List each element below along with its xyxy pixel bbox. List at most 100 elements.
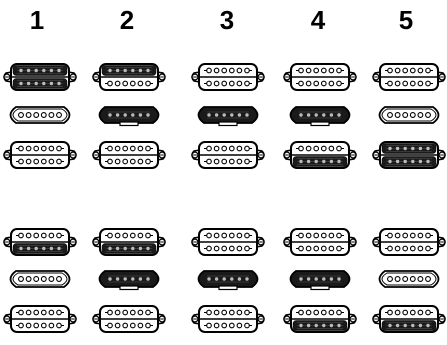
pole-piece [42,247,45,250]
pole-piece [314,310,319,315]
pole-piece [322,310,327,315]
pole-piece [411,81,416,86]
pole-piece [19,146,24,151]
pole-piece [307,277,310,280]
upper-humbucker-3-pos-3 [192,142,264,168]
pole-piece [237,159,242,164]
pole-piece [207,310,212,315]
pole-piece [19,69,22,72]
pole-piece [237,233,242,238]
pole-piece [108,323,113,328]
pole-piece [388,147,391,150]
pole-piece [388,113,393,118]
pole-piece [404,147,407,150]
pole-piece [238,113,241,116]
pole-piece [146,81,151,86]
pole-piece [124,277,127,280]
pole-piece [57,69,60,72]
pole-piece [215,277,218,280]
pole-piece [306,233,311,238]
pole-piece [49,310,54,315]
pole-piece [337,113,340,116]
pole-piece [42,323,47,328]
pole-piece [411,147,414,150]
pole-piece [245,277,248,280]
pole-piece [214,68,219,73]
pole-piece [230,233,235,238]
pole-piece [50,69,53,72]
lower-humbucker-1-pos-5 [373,229,445,255]
upper-humbucker-3-pos-5 [373,142,445,168]
pole-piece [57,247,60,250]
pole-piece [395,68,400,73]
pole-piece [237,323,242,328]
pole-piece [418,68,423,73]
pole-piece [337,81,342,86]
pole-piece [237,246,242,251]
pole-piece [34,159,39,164]
pole-piece [223,113,226,116]
pole-piece [115,159,120,164]
lower-single-2-pos-4 [291,271,350,290]
pole-piece [131,323,136,328]
pole-piece [245,159,250,164]
pole-piece [329,246,334,251]
pole-piece [49,146,54,151]
upper-humbucker-1-pos-1 [4,64,76,90]
pole-piece [123,310,128,315]
pole-piece [49,233,54,238]
pole-piece [322,160,325,163]
pole-piece [57,233,62,238]
pole-piece [396,147,399,150]
pole-piece [222,233,227,238]
pole-piece [418,310,423,315]
pole-piece [237,81,242,86]
pole-piece [26,146,31,151]
pole-piece [108,233,113,238]
pole-piece [245,233,250,238]
pole-piece [222,68,227,73]
pole-piece [139,247,142,250]
pole-piece [395,233,400,238]
pole-piece [146,146,151,151]
pole-piece [27,247,30,250]
pole-piece [207,81,212,86]
upper-single-2-pos-2 [100,107,159,126]
pole-piece [314,246,319,251]
pole-piece [108,113,111,116]
pole-piece [230,246,235,251]
pole-piece [315,113,318,116]
pole-piece [322,113,325,116]
pole-piece [230,159,235,164]
pole-piece [322,146,327,151]
pole-piece [131,69,134,72]
pole-piece [299,146,304,151]
pole-piece [245,246,250,251]
pole-piece [306,246,311,251]
pole-piece [419,324,422,327]
pole-piece [49,323,54,328]
pole-piece [315,160,318,163]
pole-piece [337,146,342,151]
lower-humbucker-1-pos-1 [4,229,76,255]
pole-piece [207,277,210,280]
pole-piece [116,113,119,116]
pole-piece [34,323,39,328]
pole-piece [214,159,219,164]
pole-piece [299,113,302,116]
upper-humbucker-1-pos-3 [192,64,264,90]
pole-piece [404,160,407,163]
pole-piece [307,113,310,116]
pole-piece [131,159,136,164]
pole-piece [214,246,219,251]
pole-piece [426,246,431,251]
pole-piece [115,146,120,151]
pole-piece [131,81,136,86]
pole-piece [222,159,227,164]
pole-piece [245,68,250,73]
upper-single-2-pos-5 [380,107,439,123]
pole-piece [42,146,47,151]
pole-piece [426,147,429,150]
pole-piece [322,246,327,251]
